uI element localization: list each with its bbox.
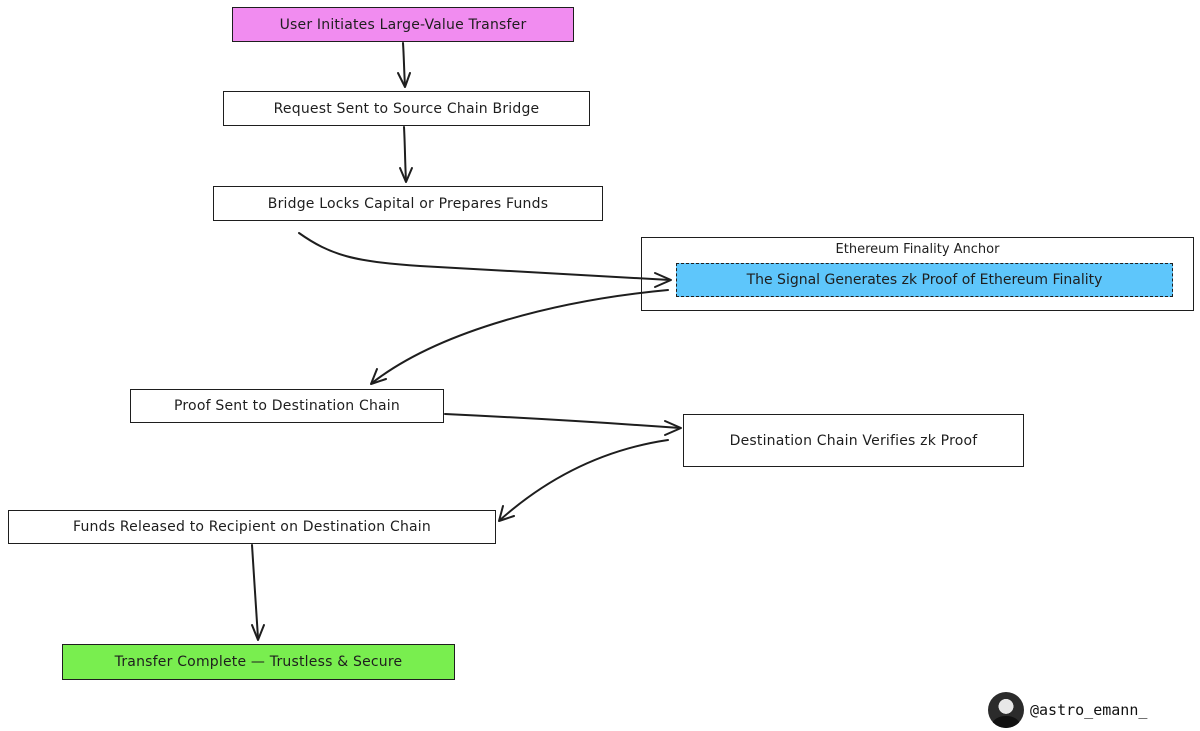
arrow-request-to-bridge bbox=[403, 126, 407, 182]
author-credit: @astro_emann_ bbox=[988, 689, 1147, 731]
node-label: Request Sent to Source Chain Bridge bbox=[273, 100, 540, 117]
avatar bbox=[988, 692, 1024, 728]
node-transfer-complete: Transfer Complete — Trustless & Secure bbox=[62, 644, 455, 680]
node-funds-released: Funds Released to Recipient on Destinati… bbox=[8, 510, 496, 544]
author-handle: @astro_emann_ bbox=[1030, 701, 1148, 719]
node-proof-sent: Proof Sent to Destination Chain bbox=[130, 389, 444, 423]
arrow-verifies-to-released bbox=[499, 439, 669, 521]
node-label: Bridge Locks Capital or Prepares Funds bbox=[267, 195, 549, 212]
node-bridge-locks: Bridge Locks Capital or Prepares Funds bbox=[213, 186, 603, 221]
node-label: User Initiates Large-Value Transfer bbox=[279, 16, 527, 33]
node-label: Transfer Complete — Trustless & Secure bbox=[114, 654, 403, 670]
arrow-proof-anchor-to-sent bbox=[371, 289, 669, 384]
node-label: Destination Chain Verifies zk Proof bbox=[729, 432, 978, 449]
node-signal-generates-proof: The Signal Generates zk Proof of Ethereu… bbox=[676, 263, 1173, 297]
node-user-initiates-transfer: User Initiates Large-Value Transfer bbox=[232, 7, 574, 42]
group-title: Ethereum Finality Anchor bbox=[835, 242, 1000, 257]
node-request-sent: Request Sent to Source Chain Bridge bbox=[223, 91, 590, 126]
arrowhead-sent-to-verifies bbox=[664, 420, 682, 436]
arrowhead-request-to-bridge bbox=[399, 167, 413, 183]
node-label: The Signal Generates zk Proof of Ethereu… bbox=[746, 272, 1103, 288]
node-destination-verifies: Destination Chain Verifies zk Proof bbox=[683, 414, 1024, 467]
group-ethereum-finality-anchor: Ethereum Finality Anchor The Signal Gene… bbox=[641, 237, 1194, 311]
node-label: Proof Sent to Destination Chain bbox=[174, 398, 400, 414]
arrow-released-to-complete bbox=[251, 544, 259, 639]
arrowhead-initiate-to-request bbox=[397, 72, 411, 88]
arrow-bridge-to-proof-anchor bbox=[298, 232, 671, 281]
arrowhead-verifies-to-released bbox=[498, 505, 515, 522]
arrowhead-proof-anchor-to-sent bbox=[370, 368, 387, 385]
node-label: Funds Released to Recipient on Destinati… bbox=[73, 519, 431, 535]
arrow-initiate-to-request bbox=[402, 42, 406, 87]
arrow-sent-to-verifies bbox=[444, 413, 681, 429]
arrowhead-released-to-complete bbox=[251, 624, 265, 641]
